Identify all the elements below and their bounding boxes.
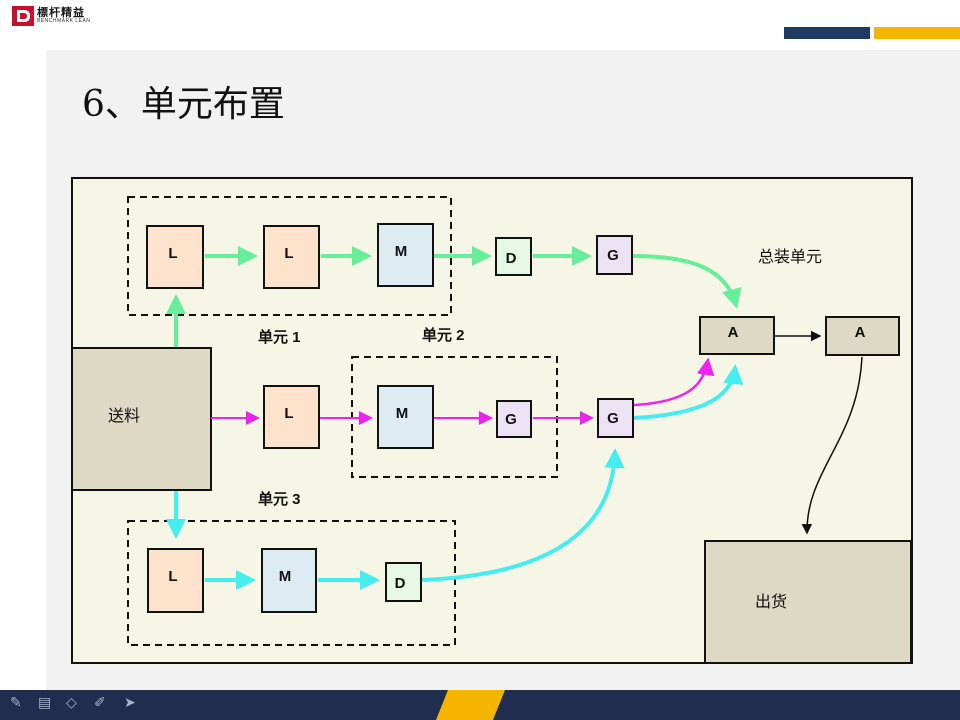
station-label: M <box>279 568 292 585</box>
navy-accent-bar <box>784 27 870 39</box>
station-label: L <box>284 245 293 262</box>
station-label: L <box>168 568 177 585</box>
logo-name-en: BENCHMARK LEAN <box>37 18 91 24</box>
gold-accent-bar <box>874 27 960 39</box>
label-unit-1: 单元 1 <box>258 328 301 346</box>
label-unit-3: 单元 3 <box>258 490 301 508</box>
station-label: D <box>395 575 406 592</box>
station-label: M <box>396 405 409 422</box>
station-label: G <box>607 247 619 264</box>
station-mid-l: L <box>263 385 320 449</box>
station-low-d: D <box>385 562 422 602</box>
save-icon[interactable]: ▤ <box>38 694 52 710</box>
logo-mark-icon <box>12 6 34 26</box>
arrow-mid-g-to-assembly-magenta <box>633 357 715 407</box>
station-label: G <box>505 411 517 428</box>
station-label: G <box>607 410 619 427</box>
station-top-d: D <box>495 237 532 276</box>
station-u1-l2: L <box>263 225 320 289</box>
arrow-mid-g-to-assembly-cyan <box>633 364 744 420</box>
arrow-assembly-to-shipping <box>801 356 863 535</box>
station-label: M <box>395 243 408 260</box>
station-label: A <box>728 324 739 341</box>
label-assembly-unit: 总装单元 <box>758 248 822 266</box>
station-label: D <box>506 250 517 267</box>
unit1-boundary <box>127 196 452 316</box>
station-mid-m: M <box>377 385 434 449</box>
eraser-icon[interactable]: ◇ <box>66 694 77 710</box>
arrow-u3-d-to-g <box>421 448 625 582</box>
station-low-m: M <box>261 548 317 613</box>
label-feed: 送料 <box>108 407 140 425</box>
station-low-l: L <box>147 548 204 613</box>
station-mid-g2: G <box>597 398 634 438</box>
station-asm-a2: A <box>825 316 900 356</box>
footer-gold-accent <box>436 690 505 720</box>
shipping-area <box>704 540 912 664</box>
station-asm-a1: A <box>699 316 775 355</box>
label-ship: 出货 <box>755 593 787 611</box>
unit3-boundary <box>127 520 456 646</box>
station-top-g: G <box>596 235 633 275</box>
pointer-icon[interactable]: ➤ <box>124 694 136 710</box>
station-label: L <box>168 245 177 262</box>
pen-icon[interactable]: ✎ <box>10 694 22 710</box>
logo-name-cn: 標杆精益 <box>37 7 85 19</box>
station-u1-m: M <box>377 223 434 287</box>
arrow-top-g-to-assembly <box>632 254 742 309</box>
slide-title: 6、单元布置 <box>82 84 285 125</box>
station-label: L <box>284 405 293 422</box>
station-u1-l1: L <box>146 225 204 289</box>
station-mid-g1: G <box>496 400 532 438</box>
label-unit-2: 单元 2 <box>422 326 465 344</box>
station-label: A <box>855 324 866 341</box>
brand-logo: 標杆精益 BENCHMARK LEAN <box>12 6 90 26</box>
feed-area <box>71 347 212 491</box>
header-accent-bars <box>784 27 960 39</box>
highlighter-icon[interactable]: ✐ <box>94 694 106 710</box>
